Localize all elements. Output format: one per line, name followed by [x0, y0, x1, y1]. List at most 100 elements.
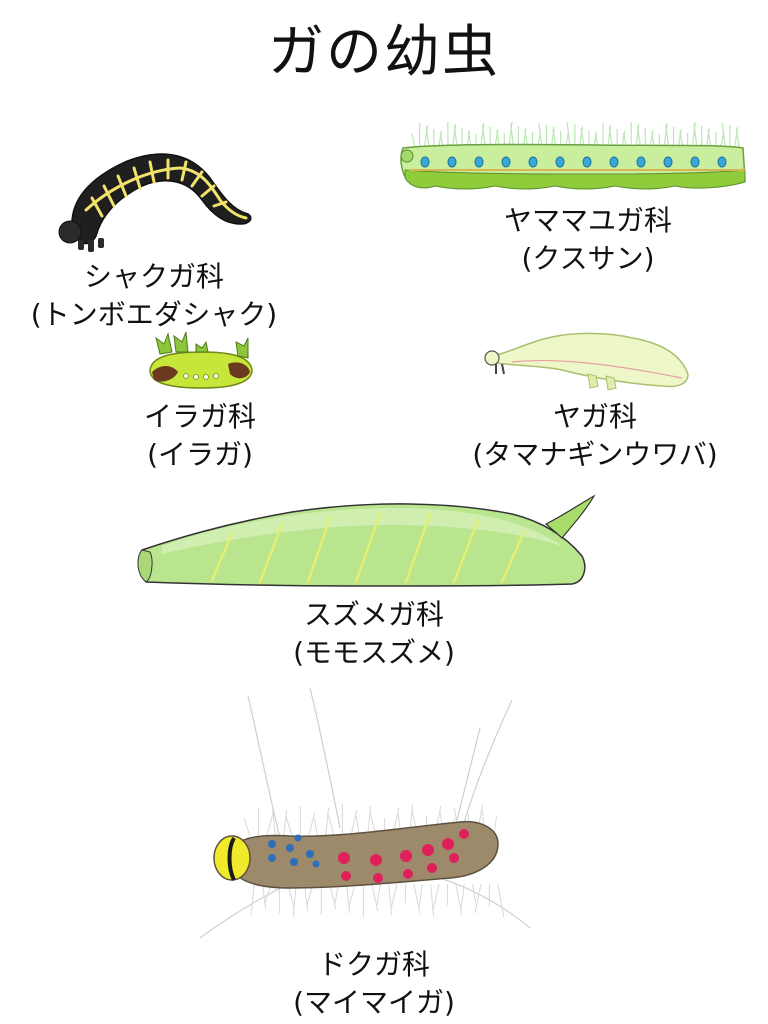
- lymantriid-hair: [313, 817, 318, 837]
- limacodid-larva-illustration: [149, 331, 253, 389]
- lymantriid-hair: [455, 883, 463, 916]
- saturniid-spot: [447, 156, 457, 168]
- lymantriid-hair: [346, 883, 351, 914]
- saturniid-larva-illustration: [400, 121, 746, 190]
- saturniid-hair: [425, 126, 430, 149]
- sphingid-larva-illustration: [137, 494, 596, 587]
- saturniid-belly: [404, 169, 746, 190]
- family-name-noctuidae: ヤガ科: [552, 400, 637, 433]
- limacodid-saddle-rear: [228, 362, 250, 379]
- geometrid-larva-illustration: [58, 153, 252, 252]
- lymantriid-hair: [497, 883, 505, 918]
- family-name-limacodidae: イラガ科: [143, 400, 256, 433]
- saturniid-hair: [665, 124, 670, 149]
- lymantriid-hair: [262, 883, 267, 910]
- saturniid-hair: [735, 128, 740, 149]
- example-species-noctuidae: (タマナギンウワバ): [472, 438, 718, 471]
- lymantriid-hair: [327, 813, 335, 837]
- saturniid-spot: [582, 156, 592, 168]
- lymantriid-hair: [430, 883, 435, 918]
- saturniid-spot: [528, 156, 538, 168]
- example-species-lymantriidae: (マイマイガ): [293, 986, 455, 1019]
- lymantriid-hair: [388, 883, 393, 916]
- label-geometridae: シャクガ科 (トンボエダシャク): [0, 258, 308, 334]
- lymantriid-long-hairs: [199, 687, 531, 939]
- page-title: ガの幼虫: [268, 20, 500, 85]
- lymantriid-hair: [285, 815, 293, 837]
- noctuid-larva-illustration: [484, 332, 689, 391]
- lymantriid-hair: [474, 883, 482, 914]
- lymantriid-hair: [266, 813, 274, 837]
- saturniid-spot: [609, 156, 619, 168]
- lymantriid-hair: [250, 883, 255, 916]
- label-sphingidae: スズメガ科 (モモスズメ): [214, 596, 534, 672]
- saturniid-spot: [717, 156, 727, 168]
- saturniid-spot: [690, 156, 700, 168]
- lymantriid-hair: [350, 809, 358, 837]
- lymantriid-larva-illustration: [199, 687, 531, 939]
- lymantriid-head-marking: [227, 836, 236, 881]
- saturniid-hair: [707, 129, 712, 149]
- sphingid-back-shade: [162, 508, 562, 554]
- label-noctuidae: ヤガ科 (タマナギンウワバ): [452, 398, 738, 474]
- saturniid-hair: [637, 125, 642, 149]
- label-lymantriidae: ドクガ科 (マイマイガ): [214, 946, 534, 1022]
- saturniid-spot: [501, 156, 511, 168]
- saturniid-spot: [636, 156, 646, 168]
- noctuid-line: [511, 359, 683, 379]
- lymantriid-blue-tubercles: [268, 834, 320, 868]
- lymantriid-hair: [292, 883, 297, 918]
- limacodid-spiracles: [183, 373, 219, 380]
- family-name-saturniidae: ヤママユガ科: [503, 204, 672, 237]
- lymantriid-hair: [432, 883, 440, 912]
- lymantriid-hair: [460, 883, 465, 910]
- saturniid-spot: [420, 156, 430, 168]
- lymantriid-hair: [243, 817, 251, 837]
- lymantriid-hair: [283, 809, 288, 837]
- lymantriid-hair: [371, 883, 379, 912]
- noctuid-thoracic-legs: [495, 363, 505, 375]
- saturniid-hair: [566, 121, 571, 149]
- geometrid-legs: [78, 238, 104, 252]
- geometrid-stripes: [84, 158, 248, 220]
- saturniid-spot: [555, 156, 565, 168]
- lymantriid-red-tubercles: [338, 829, 469, 883]
- limacodid-body: [149, 351, 253, 389]
- noctuid-head: [484, 350, 500, 366]
- noctuid-body: [490, 332, 689, 388]
- sphingid-head: [137, 549, 153, 583]
- saturniid-hair: [693, 123, 698, 149]
- lymantriid-hair: [376, 883, 381, 906]
- lymantriid-hair: [418, 883, 423, 908]
- saturniid-spot: [474, 156, 484, 168]
- family-name-lymantriidae: ドクガ科: [317, 948, 430, 981]
- family-name-geometridae: シャクガ科: [83, 260, 224, 293]
- lymantriid-hair: [413, 883, 421, 914]
- limacodid-spines: [155, 331, 249, 359]
- family-name-sphingidae: スズメガ科: [303, 598, 444, 631]
- lymantriid-hair: [367, 805, 372, 837]
- label-limacodidae: イラガ科 (イラガ): [60, 398, 340, 474]
- lymantriid-hair: [325, 807, 330, 837]
- example-species-geometridae: (トンボエダシャク): [30, 298, 278, 331]
- saturniid-spots: [420, 156, 727, 168]
- example-species-saturniidae: (クスサン): [521, 242, 655, 275]
- lymantriid-hair: [348, 883, 356, 908]
- saturniid-spot: [663, 156, 673, 168]
- lymantriid-hair: [472, 883, 477, 904]
- sphingid-horn: [544, 494, 596, 539]
- lymantriid-hair: [334, 883, 339, 904]
- label-saturniidae: ヤママユガ科 (クスサン): [438, 202, 738, 278]
- lymantriid-hair: [329, 883, 337, 910]
- lymantriid-hair: [271, 803, 276, 837]
- lymantriid-hair: [308, 811, 316, 837]
- noctuid-prolegs-mid: [587, 373, 617, 391]
- example-species-sphingidae: (モモスズメ): [293, 636, 455, 669]
- saturniid-head: [400, 149, 414, 163]
- saturniid-hair: [411, 133, 416, 149]
- geometrid-head: [58, 220, 82, 244]
- example-species-limacodidae: (イラガ): [147, 438, 253, 471]
- limacodid-saddle-front: [152, 366, 178, 382]
- sphingid-stripes: [210, 512, 526, 584]
